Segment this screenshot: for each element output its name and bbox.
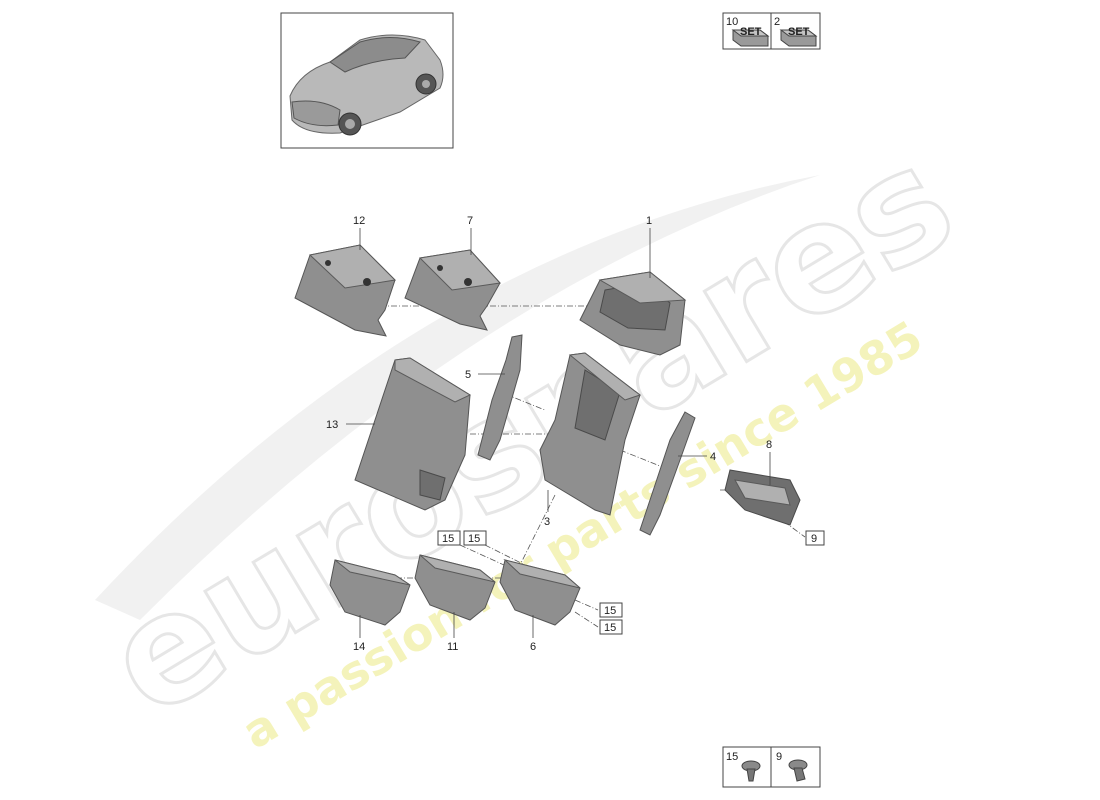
- part-7-cover: [404, 249, 502, 331]
- part-5-trim: [477, 334, 523, 461]
- legend-bottom-num-9: 9: [776, 751, 782, 763]
- callout-7: 7: [467, 215, 473, 227]
- watermark: eurospares a passion for parts since 198…: [77, 112, 983, 760]
- screw-icon: [788, 759, 808, 782]
- part-14-cover: [329, 559, 411, 626]
- part-11-cover: [414, 554, 496, 621]
- part-4-trim: [639, 411, 696, 536]
- car-icon: [289, 34, 444, 136]
- callout-13: 13: [326, 419, 338, 431]
- callouts: 12 7 1 5 13 4 3 8 14 11 6 9 15 15 15 15: [326, 215, 825, 653]
- callout-15c: 15: [604, 605, 616, 617]
- legend-bottom-num-15: 15: [726, 751, 738, 763]
- part-8-bracket: [724, 469, 801, 526]
- callout-12: 12: [353, 215, 365, 227]
- part-6-cover: [499, 559, 581, 626]
- part-12-cover: [294, 244, 397, 337]
- callout-15a: 15: [442, 533, 454, 545]
- callout-14: 14: [353, 641, 365, 653]
- callout-15b: 15: [468, 533, 480, 545]
- legend-bottom: 15 9: [722, 746, 821, 788]
- callout-15d: 15: [604, 622, 616, 634]
- legend-top: 10 SET 2 SET: [722, 12, 821, 50]
- callout-6: 6: [530, 641, 536, 653]
- set-badge-icon: SET: [779, 26, 818, 47]
- callout-5: 5: [465, 369, 471, 381]
- part-1-bracket: [579, 271, 687, 356]
- part-13-panel: [354, 357, 472, 511]
- callout-4: 4: [710, 451, 716, 463]
- legend-top-num-10: 10: [726, 16, 738, 28]
- legend-top-badge-2: SET: [788, 26, 810, 38]
- legend-top-num-2: 2: [774, 16, 780, 28]
- set-badge-icon: SET: [731, 26, 770, 47]
- leader-lines: [346, 228, 771, 638]
- callout-8: 8: [766, 439, 772, 451]
- callout-1: 1: [646, 215, 652, 227]
- callout-9: 9: [811, 533, 817, 545]
- screw-icon: [741, 760, 761, 782]
- callout-11: 11: [447, 641, 458, 653]
- car-thumbnail: [280, 12, 454, 149]
- callout-3: 3: [544, 516, 550, 528]
- watermark-brand: eurospares: [79, 113, 982, 751]
- part-3-housing: [539, 352, 642, 516]
- legend-top-badge-1: SET: [740, 26, 762, 38]
